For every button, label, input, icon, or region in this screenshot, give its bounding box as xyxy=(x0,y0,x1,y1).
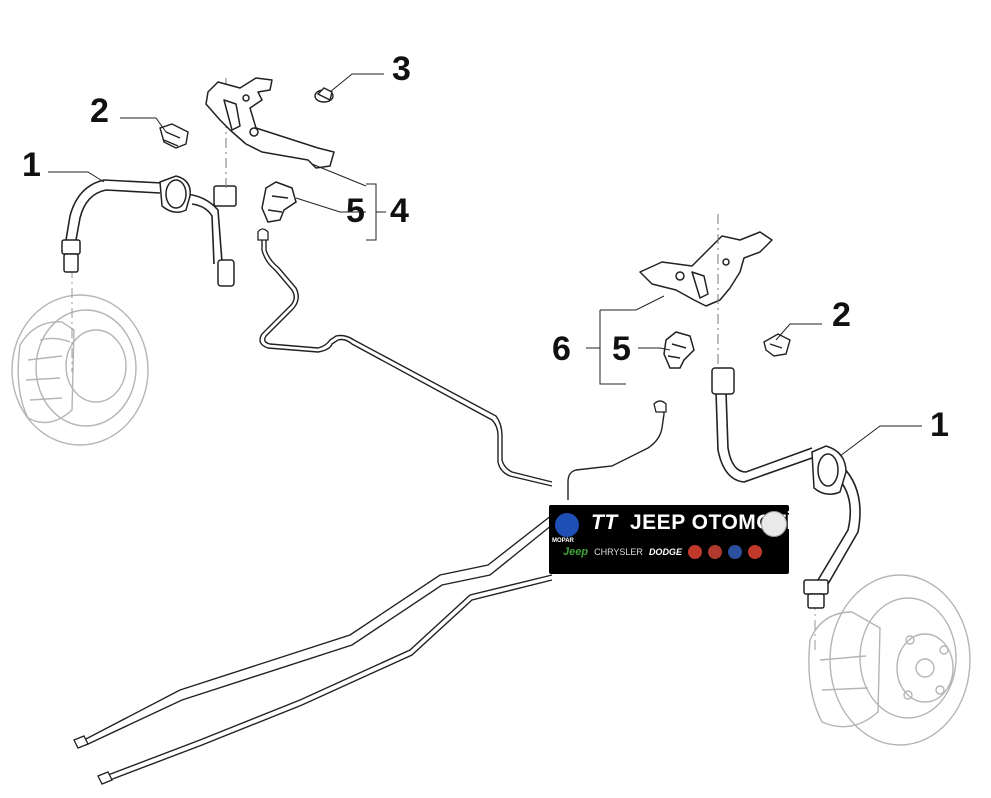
brand-dodge: DODGE xyxy=(648,547,682,557)
right-brake-disc xyxy=(808,574,971,746)
callout-5-left: 5 xyxy=(346,192,365,230)
right-clip-2 xyxy=(763,333,791,357)
leader-lines xyxy=(48,73,922,457)
mopar-logo-icon xyxy=(555,513,579,537)
maserati-badge-icon xyxy=(707,545,722,559)
lancia-badge-icon xyxy=(727,545,742,559)
left-bracket xyxy=(205,77,335,169)
ram-badge-icon xyxy=(687,545,702,559)
callout-2-right: 2 xyxy=(832,296,851,334)
tt-logo-mark: TT xyxy=(591,511,618,534)
callout-2-left: 2 xyxy=(90,92,109,130)
brand-row: Jeep CHRYSLER DODGE xyxy=(563,545,762,559)
brand-chrysler: CHRYSLER xyxy=(594,547,643,557)
right-bracket xyxy=(639,231,773,307)
left-clamp-5 xyxy=(261,181,297,223)
right-hose-fittings xyxy=(711,367,847,609)
alfa-romeo-badge-icon xyxy=(761,511,787,537)
mopar-text: MOPAR xyxy=(552,538,574,544)
pipe-end-fittings xyxy=(73,228,667,785)
right-clamp-5 xyxy=(663,331,695,369)
watermark-logo: MOPAR TT JEEP OTOMOTİV Jeep CHRYSLER DOD… xyxy=(549,505,807,574)
callout-1-left: 1 xyxy=(22,146,41,184)
callout-numbers: 1 2 3 5 4 6 5 2 1 xyxy=(22,50,949,444)
left-bolt-3 xyxy=(314,87,334,103)
left-hose-fittings xyxy=(61,175,237,287)
callout-3: 3 xyxy=(392,50,411,88)
callout-6: 6 xyxy=(552,330,571,368)
brand-jeep: Jeep xyxy=(563,546,589,558)
brake-pipes xyxy=(83,238,665,781)
callout-5-right: 5 xyxy=(612,330,631,368)
fiat-badge-icon xyxy=(747,545,762,559)
callout-4: 4 xyxy=(390,192,409,230)
left-brake-hose xyxy=(65,179,223,265)
left-clip-2 xyxy=(159,123,189,149)
callout-1-right: 1 xyxy=(930,406,949,444)
left-brake-disc xyxy=(11,294,149,446)
